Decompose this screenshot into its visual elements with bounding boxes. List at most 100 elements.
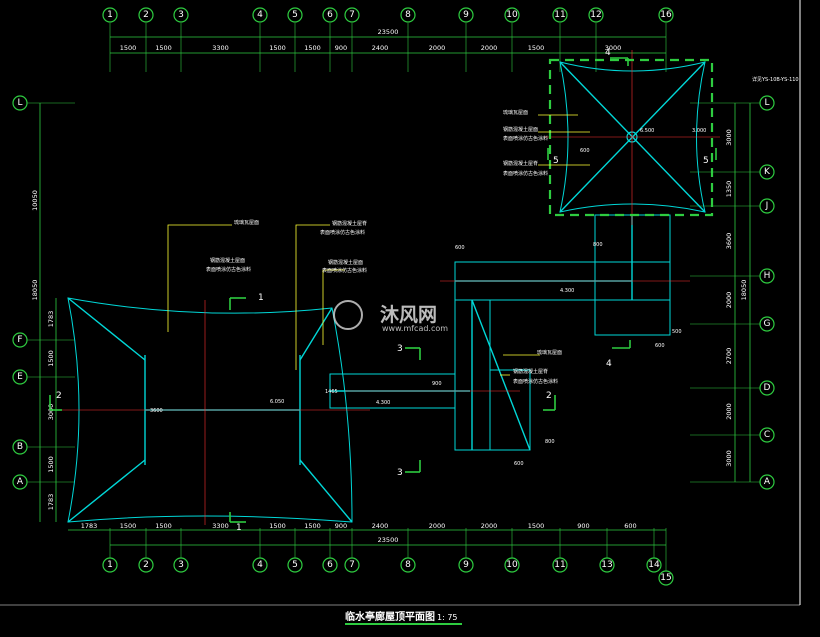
- annotation: 钢筋混凝土屋面: [503, 126, 538, 133]
- axis-label: D: [764, 383, 771, 393]
- annotation: 钢筋混凝土屋脊: [513, 368, 548, 375]
- section-label: 3: [397, 344, 403, 354]
- dim-value: 2400: [372, 44, 389, 52]
- axis-bubble: [322, 7, 338, 23]
- axis-bubble: [138, 7, 154, 23]
- axis-bubble: [102, 7, 118, 23]
- axis-label: 7: [349, 560, 355, 570]
- annotation: 表面喷涂仿古色涂料: [320, 229, 365, 236]
- dim-value: 1783: [47, 494, 55, 511]
- axis-label: H: [764, 271, 771, 281]
- axis-label: 7: [349, 10, 355, 20]
- drawing-scale: 1: 75: [437, 613, 458, 622]
- annotation: 钢筋混凝土屋脊: [503, 160, 538, 167]
- axis-label: 3: [178, 10, 184, 20]
- axis-label: 9: [463, 560, 469, 570]
- annotation: 表面喷涂仿古色涂料: [206, 266, 251, 273]
- section-label: 1: [236, 523, 242, 533]
- axis-bubble: [458, 7, 474, 23]
- axis-bubble: [287, 7, 303, 23]
- axis-label: 6: [327, 560, 333, 570]
- dim-value: 900: [335, 44, 347, 52]
- axis-bubble: [400, 7, 416, 23]
- dim-value: 2700: [725, 348, 733, 365]
- axis-label: L: [764, 98, 769, 108]
- dim-value: 2400: [372, 522, 389, 530]
- elevation-label: 6.050: [270, 399, 284, 405]
- elevation-label: 4.300: [560, 288, 574, 294]
- axis-label: J: [765, 201, 769, 211]
- annotation: 琉璃瓦屋面: [503, 109, 528, 116]
- axis-label: K: [764, 167, 771, 177]
- axis-label: L: [17, 98, 22, 108]
- dim-value: 1500: [528, 44, 545, 52]
- dim-value: 10050: [31, 190, 39, 211]
- section-label: 3: [397, 468, 403, 478]
- dim-value: 2000: [481, 522, 498, 530]
- axis-label: 8: [405, 560, 411, 570]
- dim-total: 23500: [378, 536, 399, 544]
- dim-value: 900: [577, 522, 589, 530]
- elevation-label: 4.300: [376, 400, 390, 406]
- dim-label: 900: [432, 381, 442, 387]
- axis-label: 14: [648, 560, 660, 570]
- axis-bubble: [588, 7, 604, 23]
- axis-bubble: [552, 7, 568, 23]
- left-hall-roof: [60, 297, 370, 525]
- axis-bubble: [504, 7, 520, 23]
- axis-bubble: [252, 7, 268, 23]
- dim-value: 1783: [47, 311, 55, 328]
- elevation-label: 3.000: [692, 128, 706, 134]
- axis-label: 10: [506, 10, 518, 20]
- axis-label: 4: [257, 560, 263, 570]
- dim-label: 1465: [325, 389, 338, 395]
- dim-value: 900: [335, 522, 347, 530]
- axis-label: C: [764, 430, 770, 440]
- annotation: 钢筋混凝土屋脊: [332, 220, 367, 227]
- dim-value: 2000: [725, 292, 733, 309]
- axis-label: 11: [554, 560, 565, 570]
- annotation: 表面喷涂仿古色涂料: [322, 267, 367, 274]
- dim-value: 1500: [120, 44, 137, 52]
- dim-value: 1783: [81, 522, 98, 530]
- dim-value: 1500: [269, 522, 286, 530]
- dim-value: 2000: [725, 403, 733, 420]
- annotation: 琉璃瓦屋面: [234, 219, 259, 226]
- axis-label: 3: [178, 560, 184, 570]
- annotation: 琉璃瓦屋面: [537, 349, 562, 356]
- elevation-label: 6.500: [640, 128, 654, 134]
- axis-bubble: [173, 7, 189, 23]
- axis-label: A: [17, 477, 24, 487]
- annotation: 表面喷涂仿古色涂料: [503, 135, 548, 142]
- section-marks: [49, 57, 717, 523]
- dim-value: 1500: [304, 44, 321, 52]
- axis-label: 4: [257, 10, 263, 20]
- dim-value: 1500: [304, 522, 321, 530]
- axis-label: 15: [660, 573, 671, 583]
- dim-value: 1500: [269, 44, 286, 52]
- dim-value: 600: [624, 522, 636, 530]
- dim-value: 1500: [120, 522, 137, 530]
- dim-value: 1350: [725, 181, 733, 198]
- dim-value: 1500: [155, 522, 172, 530]
- section-label: 2: [56, 391, 62, 401]
- axis-label: 10: [506, 560, 518, 570]
- axis-label: E: [17, 372, 23, 382]
- dim-value: 3000: [725, 450, 733, 467]
- annotation: 详见YS-10B-YS-110: [752, 76, 799, 83]
- axis-bubble: [344, 7, 360, 23]
- axis-label: 11: [554, 10, 565, 20]
- dim-label: 600: [655, 343, 665, 349]
- dim-value: 1500: [47, 456, 55, 473]
- dim-value: 18050: [740, 280, 748, 301]
- dim-value: 3600: [725, 233, 733, 250]
- axis-label: 6: [327, 10, 333, 20]
- dim-label: 600: [455, 245, 465, 251]
- dim-value: 1500: [528, 522, 545, 530]
- pavilion-roof: [545, 50, 720, 225]
- section-label: 5: [553, 156, 559, 166]
- axis-label: 12: [590, 10, 601, 20]
- watermark-brand: 沐风网: [380, 304, 437, 326]
